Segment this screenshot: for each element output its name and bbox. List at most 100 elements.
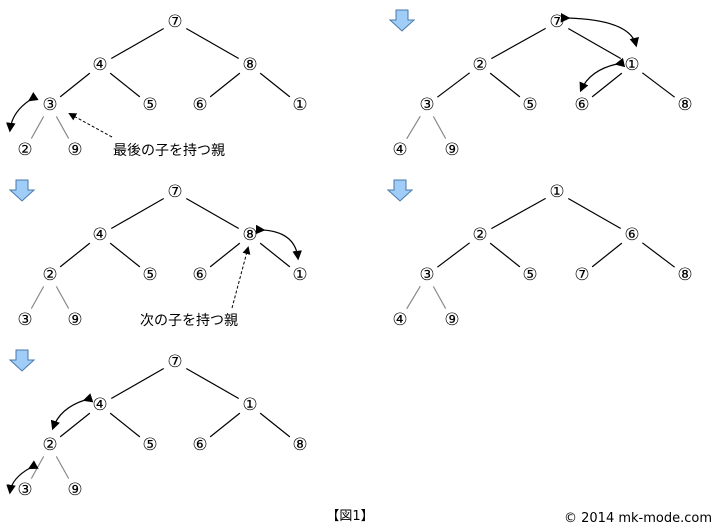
heap-node: ① [292, 265, 307, 285]
swap-arrow [6, 460, 39, 495]
heap-node: ① [292, 95, 307, 115]
heap-tree: ⑦ ② ① ③ ⑤ ⑥ ⑧ ④ ⑨ [388, 9, 693, 160]
heap-node: ⑧ [677, 95, 692, 115]
annotation-label: 最後の子を持つ親 [113, 143, 225, 159]
heap-node: ⑥ [192, 435, 207, 455]
heap-node: ⑦ [549, 12, 564, 32]
heap-node: ⑤ [522, 95, 537, 115]
tree-edge [59, 72, 91, 98]
heap-node: ③ [419, 265, 434, 285]
tree-edge [491, 197, 546, 230]
tree-edge [489, 242, 521, 268]
heap-node: ⑥ [192, 95, 207, 115]
tree-edge [642, 72, 675, 98]
heap-node: ④ [392, 140, 407, 160]
tree-edge [567, 197, 622, 230]
tree-edge [489, 72, 521, 98]
heap-node: ④ [92, 395, 107, 415]
heap-node: ⑥ [192, 265, 207, 285]
heap-node: ② [17, 140, 32, 160]
tree-edge [432, 116, 447, 139]
tree-edge [55, 286, 70, 309]
tree-edge [591, 242, 623, 268]
heap-node: ③ [17, 480, 32, 500]
tree-edge [59, 242, 91, 268]
tree-edge [185, 197, 240, 230]
heap-node: ⑦ [167, 352, 182, 372]
heap-node: ⑨ [444, 310, 459, 330]
heap-node: ⑤ [142, 435, 157, 455]
heap-node: ④ [392, 310, 407, 330]
swap-arrow [560, 12, 639, 48]
heap-node: ④ [92, 55, 107, 75]
heap-node: ⑧ [242, 55, 257, 75]
tree-edge [209, 242, 241, 268]
down-arrow-icon [386, 179, 414, 202]
heap-node: ⑦ [167, 182, 182, 202]
heap-node: ③ [419, 95, 434, 115]
heap-tree: ⑦ ④ ⑧ ② ⑤ ⑥ ① ③ ⑨ 次の子を持つ親 [8, 179, 308, 330]
tree-edge [55, 456, 70, 479]
swap-arrow [255, 224, 302, 261]
tree-edge [209, 72, 241, 98]
heap-node: ② [42, 435, 57, 455]
tree-edge [406, 115, 421, 140]
tree-edge [185, 367, 240, 400]
down-arrow-icon [388, 9, 416, 32]
heap-node: ⑨ [67, 310, 82, 330]
down-arrow-icon [8, 349, 36, 372]
heap-node: ② [472, 225, 487, 245]
heap-node: ⑧ [292, 435, 307, 455]
heap-node: ④ [92, 225, 107, 245]
swap-arrow [50, 393, 94, 431]
tree-edge [209, 412, 241, 438]
tree-edge [406, 285, 421, 310]
tree-edge [437, 72, 470, 98]
tree-edge [110, 367, 165, 400]
tree-edge [259, 72, 291, 98]
pointer-arrow [68, 113, 113, 138]
heap-node: ⑨ [67, 480, 82, 500]
heap-node: ⑤ [142, 95, 157, 115]
copyright: © 2014 mk-mode.com [564, 511, 712, 526]
tree-edge [30, 116, 45, 139]
tree-edge [567, 27, 622, 60]
tree-edge [109, 242, 141, 268]
swap-arrow [6, 92, 39, 133]
heap-node: ⑦ [574, 265, 589, 285]
heap-node: ⑨ [444, 140, 459, 160]
annotation-label: 次の子を持つ親 [140, 313, 238, 329]
tree-edge [109, 412, 141, 438]
heap-node: ⑧ [242, 225, 257, 245]
tree-edge [59, 412, 91, 438]
tree-edge [642, 242, 675, 268]
heap-node: ⑦ [167, 12, 182, 32]
tree-edge [437, 242, 470, 268]
heap-node: ② [42, 265, 57, 285]
tree-edge [30, 286, 45, 309]
tree-edge [110, 197, 165, 230]
tree-edge [110, 27, 165, 60]
heap-node: ⑥ [624, 225, 639, 245]
heap-node: ⑥ [574, 95, 589, 115]
heap-node: ① [624, 55, 639, 75]
heap-node: ⑤ [142, 265, 157, 285]
tree-edge [259, 412, 291, 438]
tree-edge [259, 242, 291, 268]
tree-edge [491, 27, 546, 60]
tree-edge [30, 456, 45, 479]
heap-node: ③ [42, 95, 57, 115]
heap-node: ② [472, 55, 487, 75]
heap-node: ① [549, 182, 564, 202]
tree-edge [109, 72, 141, 98]
tree-edge [591, 72, 623, 98]
heap-node: ③ [17, 310, 32, 330]
heap-node: ⑤ [522, 265, 537, 285]
tree-edge [432, 286, 447, 309]
tree-edge [185, 27, 240, 60]
heap-node: ⑨ [67, 140, 82, 160]
heap-tree: ⑦ ④ ⑧ ③ ⑤ ⑥ ① ② ⑨ 最後の子を持つ親 [17, 12, 307, 160]
